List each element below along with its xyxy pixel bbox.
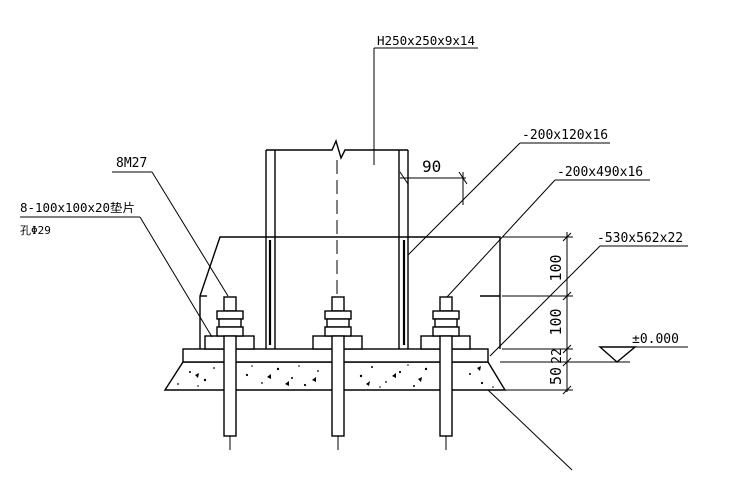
stiffener-plate-callout: -200x120x16 (407, 128, 610, 256)
anchor-bolts-label: 8M27 (116, 156, 147, 171)
rib-plate-callout: -200x490x16 (446, 165, 650, 298)
anchor-bolt-middle (324, 296, 352, 450)
plate-thickness-dimension: 22 (550, 348, 565, 364)
rib-lower-dimension: 100 (547, 308, 565, 335)
grout-leader (487, 389, 573, 471)
anchor-bolt-left (216, 296, 244, 450)
h-column (265, 138, 409, 349)
washer-callout: 8-100x100x20垫片 孔Φ29 (20, 200, 213, 338)
grout-hatch (177, 364, 494, 388)
anchor-bolts-callout: 8M27 (112, 156, 229, 297)
vertical-dimension-chain: 100 100 22 50 (502, 232, 573, 395)
stiffener-offset-dimension: 90 (399, 157, 468, 205)
base-plate-label: -530x562x22 (597, 231, 683, 246)
elevation-label: ±0.000 (632, 332, 679, 347)
base-plate-callout: -530x562x22 (489, 231, 688, 357)
rib-upper-dimension: 100 (547, 254, 565, 281)
column-section-label: H250x250x9x14 (377, 34, 475, 48)
rib-plate (199, 236, 501, 349)
stiffener-plate-label: -200x120x16 (522, 128, 608, 143)
washer-hole-label: 孔Φ29 (20, 224, 51, 237)
column-section-callout: H250x250x9x14 (373, 34, 478, 165)
elevation-mark: ±0.000 (500, 332, 688, 363)
grout-thickness-dimension: 50 (547, 367, 565, 385)
washer-label: 8-100x100x20垫片 (20, 200, 135, 215)
stiffener-offset-value: 90 (422, 157, 441, 176)
anchor-bolt-right (432, 296, 460, 450)
rib-plate-label: -200x490x16 (557, 165, 643, 180)
